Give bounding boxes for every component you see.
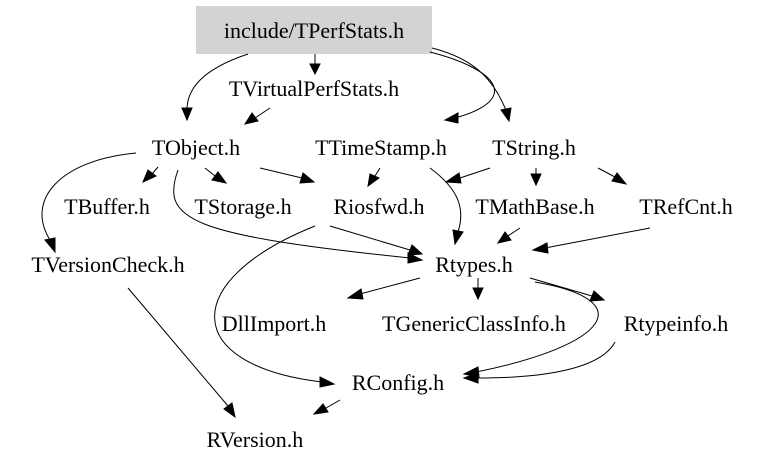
edge-root-ttimestamp (429, 51, 495, 119)
edge-tvirtualperfstats-tobject (254, 107, 271, 119)
edge-arrowhead (367, 173, 380, 188)
edge-tobject-tbuffer (151, 166, 159, 175)
edges (41, 47, 651, 419)
node-tbuffer[interactable]: TBuffer.h (64, 194, 150, 219)
root-node-box (196, 6, 432, 54)
node-tvirtualperfstats[interactable]: TVirtualPerfStats.h (229, 76, 399, 101)
edge-trefcnt-rtypes (544, 227, 651, 249)
edge-tstring-tmathbase (459, 167, 491, 179)
edge-tmathbase-rtypes (507, 227, 521, 237)
edge-tobject-riosfwd (259, 167, 303, 179)
edge-ttimestamp-rtypes (429, 167, 462, 233)
edge-arrowhead (452, 229, 464, 246)
node-riosfwd[interactable]: Riosfwd.h (333, 194, 424, 219)
node-tgenericclassinfo[interactable]: TGenericClassInfo.h (382, 311, 566, 336)
edge-arrowhead (589, 290, 606, 302)
edge-tobject-tstorage (204, 167, 216, 177)
edge-arrowhead (462, 372, 479, 384)
node-rtypes[interactable]: Rtypes.h (435, 252, 513, 277)
edge-arrowhead (531, 242, 549, 254)
edge-root-tobject (186, 53, 249, 109)
edge-arrowhead (211, 171, 228, 184)
node-tobject[interactable]: TObject.h (152, 135, 240, 160)
node-dllimport[interactable]: DllImport.h (222, 311, 327, 336)
edge-ttimestamp-riosfwd (374, 167, 381, 177)
edge-arrowhead (443, 112, 459, 124)
edge-riosfwd-rconfig (214, 225, 323, 383)
node-trefcnt[interactable]: TRefCnt.h (639, 194, 733, 219)
edge-arrowhead (444, 172, 462, 184)
edge-rtypes-rtypeinfo (529, 277, 593, 297)
node-tstorage[interactable]: TStorage.h (194, 194, 291, 219)
edge-tversioncheck-rversion (127, 287, 229, 407)
edge-arrowhead (346, 288, 364, 300)
edge-riosfwd-rtypes (329, 225, 411, 251)
node-rtypeinfo[interactable]: Rtypeinfo.h (624, 311, 729, 336)
node-include-tperfstats[interactable]: include/TPerfStats.h (224, 18, 404, 43)
edge-arrowhead (500, 107, 512, 123)
node-rconfig[interactable]: RConfig.h (352, 370, 444, 395)
edge-rtypes-rconfig (475, 281, 599, 373)
node-tstring[interactable]: TString.h (492, 135, 576, 160)
edge-tobject-rtypes (173, 169, 411, 259)
edge-arrowhead (319, 376, 336, 388)
edge-arrowhead (312, 403, 329, 415)
nodes: include/TPerfStats.h TVirtualPerfStats.h… (31, 18, 732, 452)
edge-arrowhead (299, 172, 316, 184)
edge-rtypeinfo-rconfig (477, 341, 616, 379)
edge-root-tstring (431, 47, 507, 111)
edge-tstring-trefcnt (597, 167, 616, 178)
node-rversion[interactable]: RVersion.h (207, 427, 304, 452)
edge-arrowhead (472, 287, 484, 301)
node-tmathbase[interactable]: TMathBase.h (475, 194, 594, 219)
edge-arrowhead (223, 402, 236, 419)
edge-tobject-tversioncheck (41, 152, 137, 241)
edge-rconfig-rversion (325, 399, 341, 409)
edge-arrowhead (243, 112, 259, 125)
edge-arrowhead (309, 63, 321, 76)
node-tversioncheck[interactable]: TVersionCheck.h (31, 252, 184, 277)
edge-arrowhead (611, 172, 628, 185)
edge-arrowhead (142, 169, 157, 183)
edge-arrowhead (181, 107, 193, 122)
edge-arrowhead (496, 231, 512, 244)
edge-rtypes-dllimport (359, 277, 421, 295)
node-ttimestamp[interactable]: TTimeStamp.h (315, 135, 447, 160)
edge-arrowhead (44, 237, 56, 254)
edge-arrowhead (407, 244, 424, 256)
edge-arrowhead (530, 173, 542, 187)
edge-arrowhead (407, 252, 424, 264)
